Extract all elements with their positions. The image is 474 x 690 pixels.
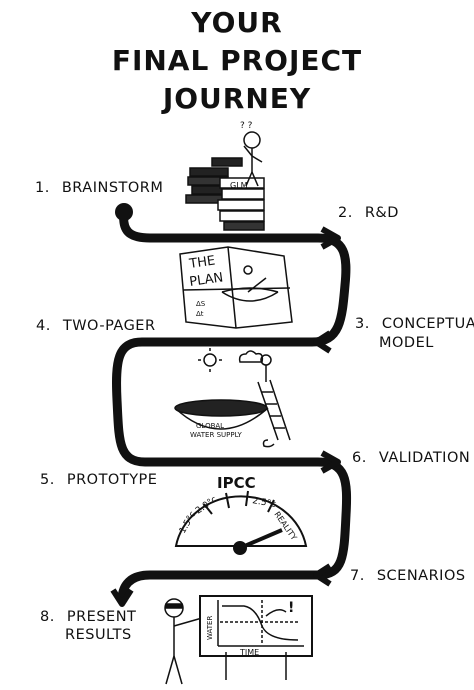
start-dot (115, 203, 133, 221)
gauge-tick-3: 2.5°c (251, 496, 276, 510)
delta-s: ΔS (196, 300, 206, 308)
step-6-num: 6. (352, 450, 367, 466)
step-6: 6. VALIDATION (352, 450, 470, 466)
glm-label: GLM (230, 181, 248, 190)
step-8-line2: RESULTS (65, 627, 132, 643)
step-7-num: 7. (350, 568, 365, 584)
step-6-label: VALIDATION (378, 450, 471, 466)
step-2: 2. R&D (338, 205, 399, 221)
title-line-2: FINAL PROJECT (111, 44, 363, 77)
present-results-illustration: ! WATER TIME (164, 595, 313, 685)
arrowhead-present (110, 588, 134, 607)
step-2-num: 2. (338, 205, 353, 221)
thought-marks: ? ? (240, 121, 253, 131)
journey-path (112, 207, 352, 605)
title-line-3: JOURNEY (162, 82, 312, 115)
chart-ylabel: WATER (206, 616, 214, 640)
step-5-label: PROTOTYPE (66, 472, 158, 488)
arrowhead-scenarios (313, 563, 332, 587)
step-4: 4. TWO-PAGER (36, 318, 156, 334)
gauge-title: IPCC (217, 474, 256, 492)
plan-title-1: THE (187, 253, 216, 272)
step-2-label: R&D (364, 205, 399, 221)
step-8: 8. PRESENT (40, 609, 136, 625)
arrowhead-validation (320, 450, 341, 474)
step-3-line2: MODEL (379, 335, 434, 351)
step-5-num: 5. (40, 472, 55, 488)
step-1: 1. BRAINSTORM (35, 180, 163, 196)
step-3-num: 3. (355, 316, 370, 332)
step-1-label: BRAINSTORM (61, 180, 164, 196)
step-4-num: 4. (36, 318, 51, 334)
alert-mark: ! (288, 600, 294, 616)
plan-title-2: PLAN (188, 270, 224, 290)
title-line-1: YOUR (191, 6, 283, 39)
ipcc-gauge-illustration: IPCC 1.5°c 2.0°c 2.5°c REALITY (174, 474, 308, 555)
arrowhead-conceptual (313, 330, 332, 354)
step-7-label: SCENARIOS (376, 568, 466, 584)
bowl-label-1: GLOBAL (196, 422, 224, 430)
step-8-num: 8. (40, 609, 55, 625)
bowl-label-2: WATER SUPPLY (190, 431, 243, 439)
step-8-label: PRESENT (66, 609, 137, 625)
step-1-num: 1. (35, 180, 50, 196)
arrowhead-rd (320, 226, 341, 250)
water-bowl-illustration: GLOBAL WATER SUPPLY (174, 348, 291, 448)
step-3-label: CONCEPTUAL (381, 316, 474, 332)
brainstorm-illustration: GLM ? ? (185, 121, 265, 231)
step-7: 7. SCENARIOS (350, 568, 466, 584)
step-5: 5. PROTOTYPE (40, 472, 157, 488)
step-3: 3. CONCEPTUAL (355, 316, 474, 332)
step-4-label: TWO-PAGER (62, 318, 156, 334)
delta-t: Δt (196, 310, 204, 318)
plan-map-illustration: THE PLAN ΔS Δt (179, 246, 293, 329)
chart-xlabel: TIME (239, 648, 259, 657)
